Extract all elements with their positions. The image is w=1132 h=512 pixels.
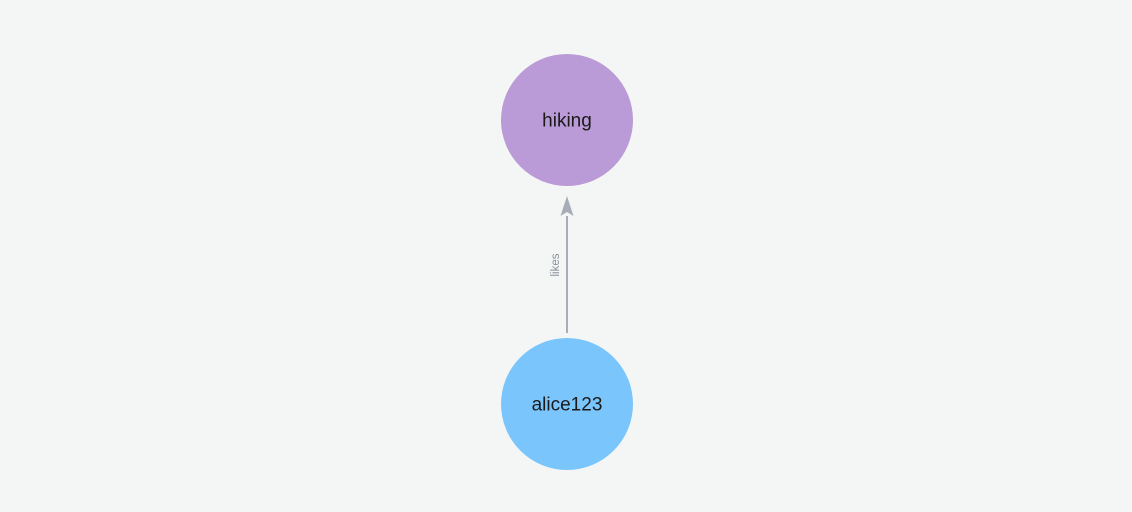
arrowhead-icon: [560, 196, 574, 216]
graph-node-hiking[interactable]: hiking: [501, 54, 633, 186]
graph-edge-alice123-likes-hiking[interactable]: likes: [550, 196, 574, 333]
graph-node-alice123[interactable]: alice123: [501, 338, 633, 470]
edge-label: likes: [550, 253, 562, 276]
node-circle-alice123[interactable]: [501, 338, 633, 470]
node-label-alice123: alice123: [532, 395, 603, 416]
node-circle-hiking[interactable]: [501, 54, 633, 186]
node-label-hiking: hiking: [542, 111, 592, 132]
